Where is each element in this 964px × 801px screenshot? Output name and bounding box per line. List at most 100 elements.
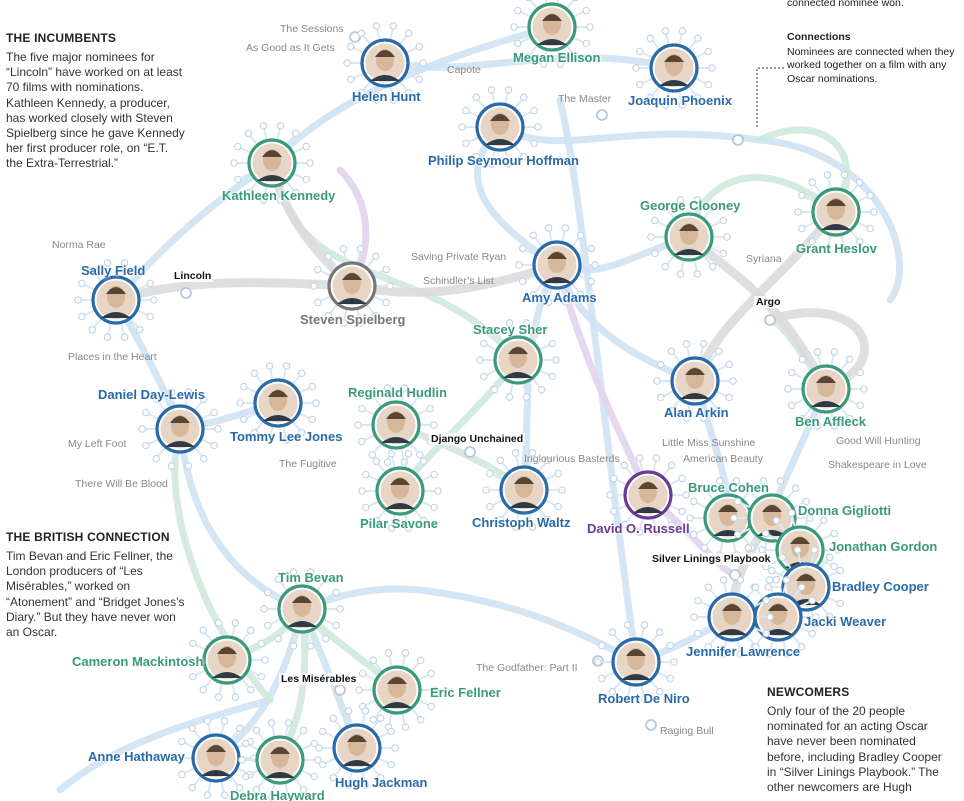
petal-dot: [372, 22, 381, 30]
petal-dot: [244, 188, 253, 197]
petal-dot: [519, 93, 528, 102]
petal-dot: [329, 773, 338, 782]
petal-dot: [528, 523, 537, 531]
film-there-will-be-blood: There Will Be Blood: [75, 478, 168, 490]
petal-dot: [704, 642, 713, 651]
hair-donna-gigliotti: [762, 505, 782, 512]
hair-jennifer-lawrence: [722, 604, 742, 611]
shoulders-anne-hathaway: [201, 770, 231, 776]
petal-dot: [699, 414, 708, 422]
connections-line-3: Oscar nominations.: [787, 72, 878, 85]
petal-dot: [719, 249, 728, 258]
petal-dot: [802, 497, 811, 506]
petal-dot: [233, 142, 242, 151]
petal-dot: [346, 42, 355, 51]
petal-dot: [315, 744, 323, 752]
petal-dot: [587, 244, 596, 253]
petal-dot: [382, 265, 391, 274]
petal-dot: [539, 60, 548, 68]
petal-dot: [646, 34, 655, 43]
petal-dot: [518, 277, 527, 286]
node-joaquin-phoenix: [632, 27, 716, 109]
petal-dot: [199, 626, 208, 635]
petal-dot: [77, 279, 86, 288]
petal-dot: [840, 583, 848, 591]
petal-dot: [736, 650, 745, 658]
petal-dot: [250, 369, 259, 378]
connections-leader: [756, 67, 785, 127]
petal-dot: [120, 259, 129, 267]
film-places-in-the-heart: Places in the Heart: [68, 351, 157, 363]
petal-dot: [830, 348, 839, 356]
petal-dot: [686, 514, 694, 522]
petal-dot: [866, 191, 875, 200]
person-name-sally-field: Sally Field: [81, 263, 146, 278]
film-saving-private-ryan: Saving Private Ryan: [411, 251, 507, 263]
film-junction-6: [596, 109, 608, 121]
petal-dot: [265, 362, 274, 370]
petal-dot: [276, 196, 285, 204]
petal-dot: [199, 685, 208, 694]
newcomers-line-4: before, including Bradley Cooper: [767, 749, 942, 764]
petal-dot: [548, 372, 557, 381]
petal-dot: [825, 553, 834, 562]
petal-dot: [415, 391, 424, 400]
hair-debra-hayward: [270, 747, 290, 754]
newcomers-line-5: in “Silver Linings Playbook.” The: [767, 764, 939, 779]
petal-dot: [825, 612, 834, 621]
petal-dot: [587, 277, 596, 286]
petal-dot: [252, 726, 261, 735]
petal-dot: [787, 368, 796, 377]
petal-dot: [382, 298, 391, 307]
petal-dot: [798, 414, 807, 423]
shoulders-grant-heslov: [821, 224, 851, 230]
petal-dot: [120, 333, 129, 341]
petal-dot: [415, 75, 424, 84]
person-name-david-o-russell: David O. Russell: [587, 521, 690, 536]
petal-dot: [369, 656, 378, 665]
petal-dot: [650, 216, 659, 225]
petal-dot: [652, 454, 661, 462]
shoulders-philip-seymour-hoffman: [485, 139, 515, 145]
british-line-1: Tim Bevan and Eric Fellner, the: [6, 549, 173, 563]
connection-link-19: [56, 696, 274, 794]
person-name-jennifer-lawrence: Jennifer Lawrence: [686, 644, 801, 659]
person-name-debra-hayward: Debra Hayward: [230, 788, 325, 801]
petal-dot: [241, 772, 250, 781]
petal-dot: [609, 507, 618, 516]
petal-dot: [404, 88, 413, 97]
petal-dot: [765, 650, 774, 658]
film-inglourious-basterds: Inglourious Basterds: [524, 453, 620, 465]
petal-dot: [652, 528, 661, 536]
film-junction-10: [645, 719, 657, 731]
hair-tommy-lee-jones: [268, 390, 288, 397]
hair-grant-heslov: [826, 199, 846, 206]
petal-dot: [856, 368, 865, 377]
petal-dot: [146, 279, 155, 288]
incumbents-line-2: “Lincoln” have worked on at least: [6, 65, 183, 80]
petal-dot: [656, 360, 665, 369]
petal-dot: [357, 29, 366, 38]
petal-dot: [214, 693, 223, 701]
person-name-eric-fellner: Eric Fellner: [430, 685, 501, 700]
petal-dot: [372, 96, 381, 104]
petal-dot: [430, 470, 439, 479]
film-the-godfather-part-ii: The Godfather: Part II: [476, 662, 578, 674]
petal-dot: [870, 208, 878, 216]
petal-dot: [419, 59, 427, 67]
node-david-o-russell: [606, 454, 690, 536]
person-name-bradley-cooper: Bradley Cooper: [832, 579, 929, 594]
petal-dot: [576, 290, 585, 299]
petal-dot: [528, 449, 537, 457]
petal-dot: [103, 333, 112, 341]
connection-link-35: [765, 308, 870, 394]
petal-dot: [257, 672, 266, 681]
petal-dot: [808, 629, 817, 638]
petal-dot: [620, 461, 629, 470]
petal-dot: [496, 456, 505, 465]
node-george-clooney: [647, 196, 731, 278]
hair-megan-ellison: [542, 14, 562, 21]
petal-dot: [250, 428, 259, 437]
newcomers-title: NEWCOMERS: [767, 685, 850, 699]
